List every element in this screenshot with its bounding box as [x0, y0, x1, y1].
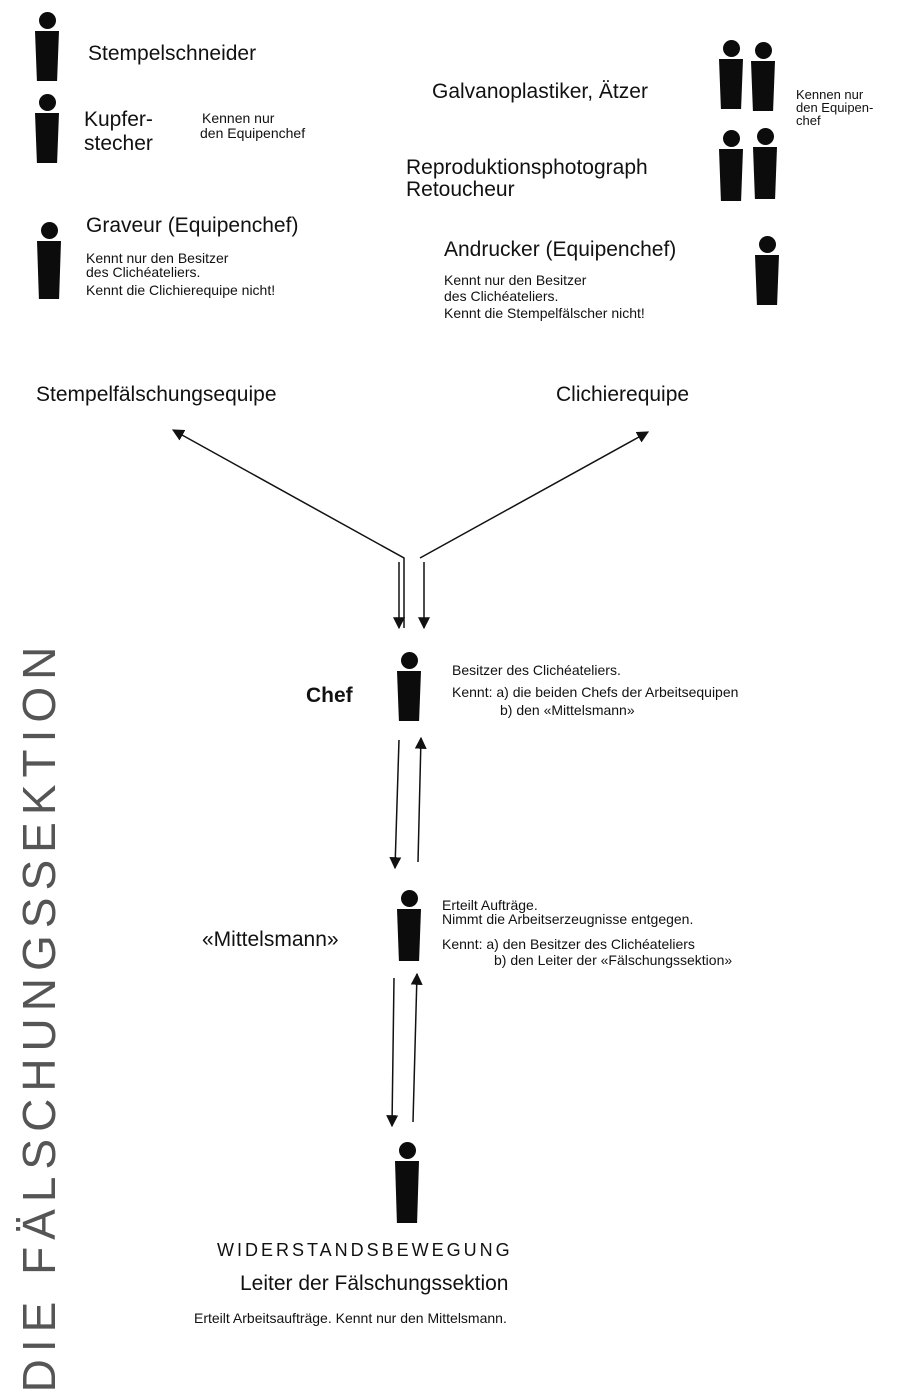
note-galvano-2: den Equipen- — [796, 100, 874, 115]
person-icon-mittelsmann — [394, 890, 424, 961]
arrow-mittelsmann-to-leader — [386, 977, 399, 1128]
arrow-chef-to-mittelsmann — [389, 739, 402, 870]
note-kupferstecher-1: Kennen nur — [202, 110, 275, 126]
note-mittelsmann-1: Erteilt Aufträge. — [442, 897, 538, 913]
note-mittelsmann-2: Nimmt die Arbeitserzeugnisse entgegen. — [442, 911, 694, 927]
label-kupferstecher-1: Kupfer- — [84, 108, 153, 131]
label-graveur: Graveur (Equipenchef) — [86, 214, 299, 237]
note-graveur-1: Kennt nur den Besitzer — [86, 250, 229, 266]
connection-arrows — [171, 429, 650, 1128]
side-title: DIE FÄLSCHUNGSSEKTION — [12, 640, 66, 1392]
note-mittelsmann-4: b) den Leiter der «Fälschungssektion» — [494, 952, 733, 968]
person-icon-leader — [392, 1142, 422, 1223]
label-stempelschneider: Stempelschneider — [88, 42, 257, 65]
note-andrucker-3: Kennt die Stempelfälscher nicht! — [444, 305, 645, 321]
label-mittelsmann: «Mittelsmann» — [202, 928, 339, 951]
side-title-text: DIE FÄLSCHUNGSSEKTION — [13, 639, 65, 1392]
person-icon — [748, 42, 778, 111]
note-mittelsmann-3: Kennt: a) den Besitzer des Clichéatelier… — [442, 936, 695, 952]
person-icon — [752, 236, 782, 305]
arrow-mittelsmann-to-chef — [414, 736, 427, 863]
person-icon — [750, 128, 780, 199]
label-leader: Leiter der Fälschungssektion — [240, 1272, 509, 1295]
title-stempel-team: Stempelfälschungsequipe — [36, 383, 277, 406]
person-icon-chef — [394, 652, 424, 721]
label-galvano: Galvanoplastiker, Ätzer — [432, 80, 648, 103]
note-graveur-2: des Clichéateliers. — [86, 264, 201, 280]
person-icon — [716, 130, 746, 201]
label-repro-2: Retoucheur — [406, 178, 515, 201]
person-icon — [32, 94, 62, 163]
note-chef-2: Kennt: a) die beiden Chefs der Arbeitseq… — [452, 684, 739, 700]
note-chef-1: Besitzer des Clichéateliers. — [452, 662, 621, 678]
note-galvano-1: Kennen nur — [796, 87, 864, 102]
note-andrucker-1: Kennt nur den Besitzer — [444, 272, 587, 288]
person-icon — [32, 12, 62, 81]
arrow-leader-to-mittelsmann — [410, 972, 423, 1123]
note-galvano-3: chef — [796, 113, 821, 128]
label-kupferstecher-2: stecher — [84, 132, 153, 155]
note-kupferstecher-2: den Equipenchef — [200, 125, 306, 141]
person-icon — [716, 40, 746, 109]
label-andrucker: Andrucker (Equipenchef) — [444, 238, 677, 261]
note-andrucker-2: des Clichéateliers. — [444, 288, 559, 304]
arrow-to-stempel-team — [171, 429, 405, 628]
label-repro-1: Reproduktionsphotograph — [406, 156, 648, 179]
label-chef: Chef — [306, 684, 353, 707]
arrow-to-clichier-team — [419, 431, 650, 559]
title-clichier-team: Clichierequipe — [556, 383, 690, 406]
note-graveur-3: Kennt die Clichierequipe nicht! — [86, 282, 276, 298]
note-chef-3: b) den «Mittelsmann» — [500, 702, 635, 718]
label-widerstandsbewegung: WIDERSTANDSBEWEGUNG — [217, 1240, 513, 1260]
person-icon — [34, 222, 64, 299]
note-leader: Erteilt Arbeitsaufträge. Kennt nur den M… — [194, 1310, 507, 1326]
